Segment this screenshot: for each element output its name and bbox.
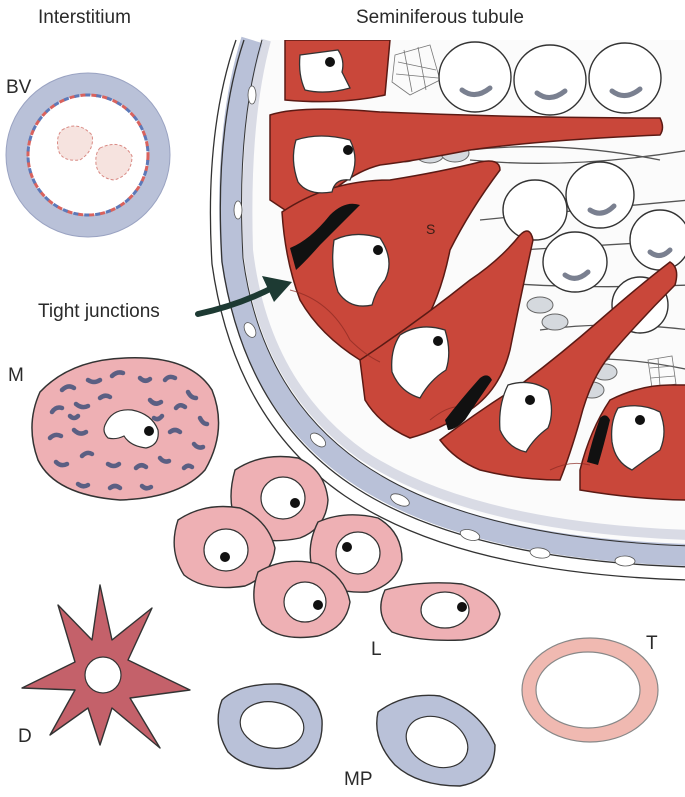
m-label: M bbox=[8, 366, 24, 385]
t-label: T bbox=[646, 634, 658, 653]
macrophage-cell bbox=[32, 358, 219, 500]
l-label: L bbox=[371, 640, 382, 659]
d-label: D bbox=[18, 727, 32, 746]
tight-junctions-label: Tight junctions bbox=[38, 302, 160, 321]
bv-label: BV bbox=[6, 78, 31, 97]
s-label: S bbox=[426, 222, 435, 236]
seminiferous-tubule-label: Seminiferous tubule bbox=[356, 8, 524, 27]
dendritic-nucleus bbox=[85, 657, 121, 693]
interstitium-label: Interstitium bbox=[38, 8, 131, 27]
mp-label: MP bbox=[344, 770, 373, 789]
t-ring bbox=[522, 638, 658, 742]
